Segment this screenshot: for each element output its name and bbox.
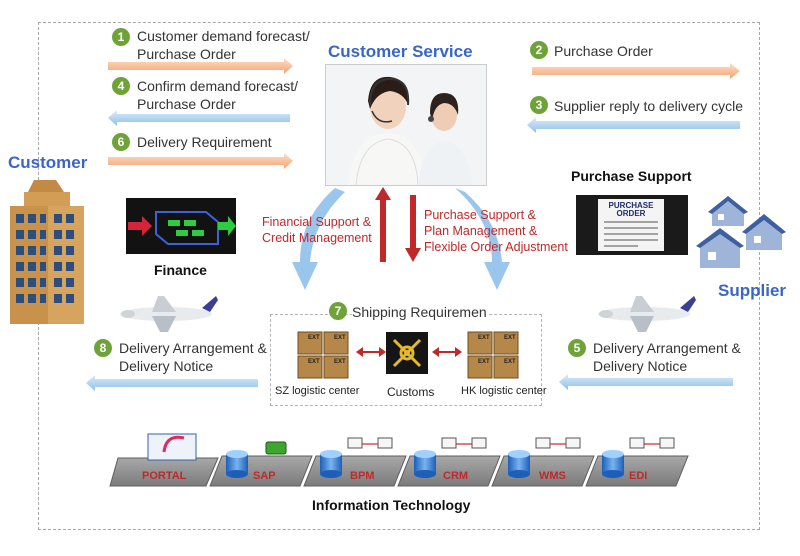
it-title: Information Technology [312, 497, 471, 513]
box-label-2: EXT [334, 335, 346, 341]
step-1-label: Customer demand forecast/ Purchase Order [137, 27, 310, 63]
arrow-step3 [527, 117, 740, 133]
it-system-crm: CRM [443, 470, 469, 482]
arrow-step4 [108, 110, 290, 126]
purchase-order-doc-title: PURCHASE ORDER [598, 202, 664, 218]
cargo-boxes-icon-hk [467, 331, 519, 379]
step-4-label: Confirm demand forecast/ Purchase Order [137, 77, 298, 113]
finance-label: Finance [154, 262, 207, 278]
purchase-order-image: PURCHASE ORDER [576, 195, 688, 255]
purchase-plan-line2: Plan Management & [424, 224, 538, 238]
arrow-step1 [108, 58, 293, 74]
purchase-plan-text: Purchase Support & Plan Management & Fle… [424, 207, 568, 255]
step-4-badge: 4 [112, 77, 130, 95]
it-system-bpm: BPM [350, 470, 375, 482]
arrow-step5 [559, 374, 733, 390]
building-icon [4, 178, 90, 324]
it-system-sap: SAP [253, 470, 276, 482]
box-label-5: EXT [478, 335, 490, 341]
step-2-badge: 2 [530, 41, 548, 59]
curve-arrow-finance [292, 188, 345, 290]
it-system-wms: WMS [539, 470, 566, 482]
double-arrow-icon-left [356, 347, 386, 357]
box-label-7: EXT [478, 359, 490, 365]
arrow-step2 [532, 63, 740, 79]
step-4-line2: Purchase Order [137, 96, 236, 112]
step-1-line2: Purchase Order [137, 46, 236, 62]
document-lines-icon [604, 221, 658, 247]
double-arrow-icon-right [432, 347, 462, 357]
houses-icon [694, 192, 794, 274]
step-8-line2: Delivery Notice [119, 358, 214, 374]
finance-image [126, 198, 236, 254]
step-5-badge: 5 [568, 339, 586, 357]
step-3-label: Supplier reply to delivery cycle [554, 98, 744, 114]
finance-process-icon [126, 198, 236, 254]
headset-agents-icon [326, 65, 486, 185]
box-label-3: EXT [308, 359, 320, 365]
financial-support-line1: Financial Support & [262, 215, 372, 229]
step-5-label: Delivery Arrangement & Delivery Notice [593, 339, 741, 375]
financial-support-line2: Credit Management [262, 231, 372, 245]
step-7-badge: 7 [329, 302, 347, 320]
customer-service-title: Customer Service [328, 42, 473, 61]
arrow-step8 [86, 375, 258, 391]
financial-support-text: Financial Support & Credit Management [262, 214, 372, 246]
step-3-badge: 3 [530, 96, 548, 114]
customs-emblem-icon [386, 332, 428, 374]
it-system-portal: PORTAL [142, 470, 187, 482]
step-8-label: Delivery Arrangement & Delivery Notice [119, 339, 267, 375]
curve-arrow-purchase [455, 188, 510, 290]
purchase-support-title: Purchase Support [571, 168, 692, 184]
po-doc-line2: ORDER [616, 209, 646, 218]
step-8-badge: 8 [94, 339, 112, 357]
step-4-line1: Confirm demand forecast/ [137, 78, 299, 94]
step-5-line1: Delivery Arrangement & [593, 340, 741, 356]
box-label-1: EXT [308, 335, 320, 341]
hk-logistic-label: HK logistic center [461, 385, 547, 397]
cargo-boxes-icon-sz [297, 331, 349, 379]
box-label-8: EXT [504, 359, 516, 365]
box-label-4: EXT [334, 359, 346, 365]
step-6-label: Delivery Requirement [137, 134, 272, 150]
arrow-step6 [108, 153, 293, 169]
customer-title: Customer [8, 153, 88, 172]
purchase-plan-line3: Flexible Order Adjustment [424, 240, 568, 254]
red-down-arrow [405, 195, 421, 262]
supplier-title: Supplier [718, 281, 787, 300]
purchase-order-document-icon: PURCHASE ORDER [598, 199, 664, 251]
purchase-plan-line1: Purchase Support & [424, 208, 536, 222]
airplane-icon-right [598, 296, 696, 332]
it-system-edi: EDI [629, 470, 648, 482]
step-6-badge: 6 [112, 133, 130, 151]
step-1-line1: Customer demand forecast/ [137, 28, 310, 44]
it-platform [109, 433, 689, 487]
airplane-icon-left [120, 296, 218, 332]
step-1-badge: 1 [112, 28, 130, 46]
step-5-line2: Delivery Notice [593, 358, 688, 374]
step-8-line1: Delivery Arrangement & [119, 340, 267, 356]
step-7-label: Shipping Requiremen [352, 303, 489, 321]
po-doc-line1: PURCHASE [608, 201, 654, 210]
customs-label: Customs [387, 385, 435, 399]
step-2-label: Purchase Order [554, 43, 653, 59]
sz-logistic-label: SZ logistic center [275, 385, 360, 397]
red-up-arrow [375, 187, 391, 262]
box-label-6: EXT [504, 335, 516, 341]
customer-service-photo [325, 64, 487, 186]
